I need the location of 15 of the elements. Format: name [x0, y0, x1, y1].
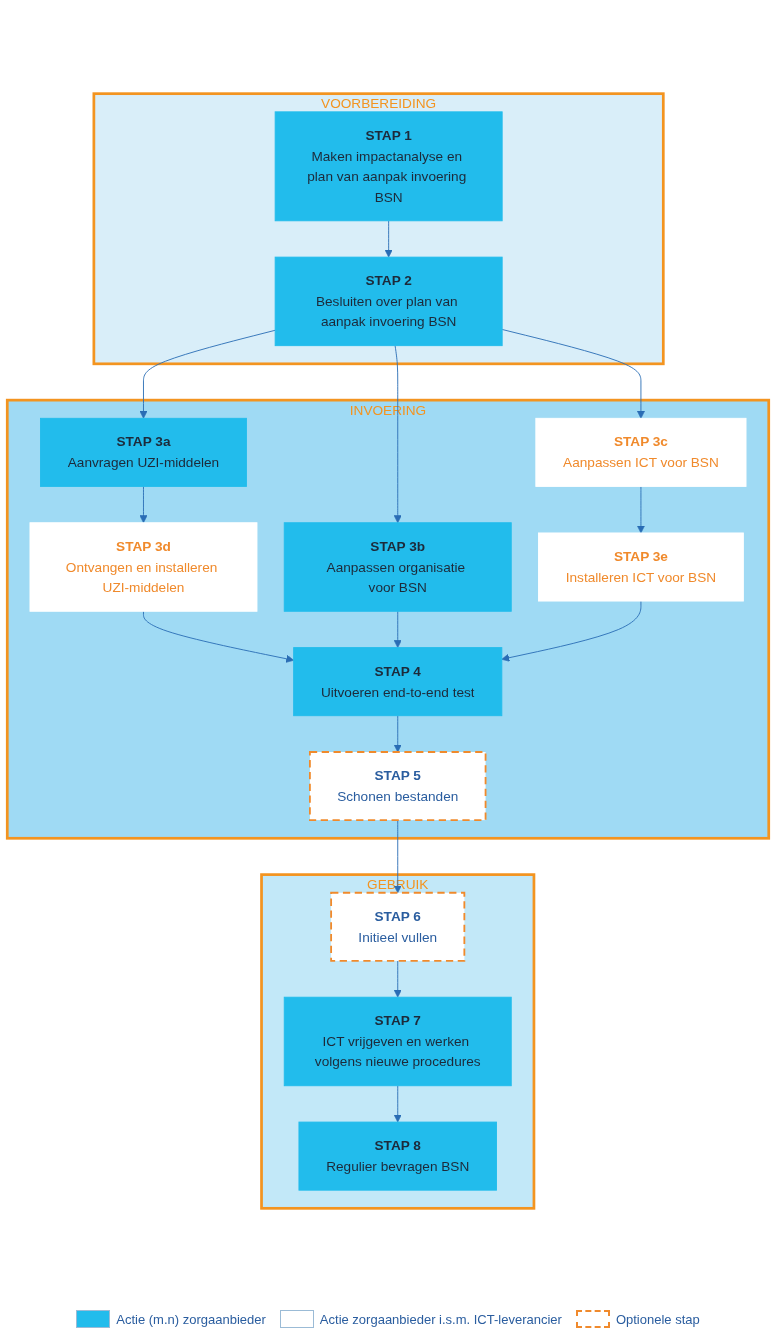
node-box: STAP 6 Initieel vullen — [330, 891, 466, 962]
node-box: STAP 1 Maken impactanalyse en plan van aanpak invoering BSN — [274, 111, 503, 222]
node-box: STAP 4 Uitvoeren end-to-end test — [293, 647, 503, 717]
node-box: STAP 3a Aanvragen UZI-middelen — [40, 417, 247, 487]
node-box: STAP 5 Schonen bestanden — [309, 751, 487, 822]
node-box: STAP 2 Besluiten over plan van aanpak invoering BSN — [274, 256, 503, 347]
legend-text: Actie zorgaanbieder i.s.m. ICT-leverancier — [319, 1311, 562, 1327]
legend-text: Actie (m.n) zorgaanbieder — [116, 1311, 266, 1327]
node-box: STAP 3c Aanpassen ICT voor BSN — [535, 417, 747, 487]
node-box: STAP 3e Installeren ICT voor BSN — [538, 532, 744, 602]
node-box: STAP 8 Regulier bevragen BSN — [298, 1121, 497, 1191]
node-box: STAP 3d Ontvangen en installeren UZI-middelen — [29, 522, 258, 612]
node-box: STAP 7 ICT vrijgeven en werken volgens nieuwe procedures — [283, 996, 512, 1087]
legend-text: Optionele stap — [615, 1311, 700, 1327]
node-box: STAP 3b Aanpassen organisatie voor BSN — [283, 522, 512, 612]
